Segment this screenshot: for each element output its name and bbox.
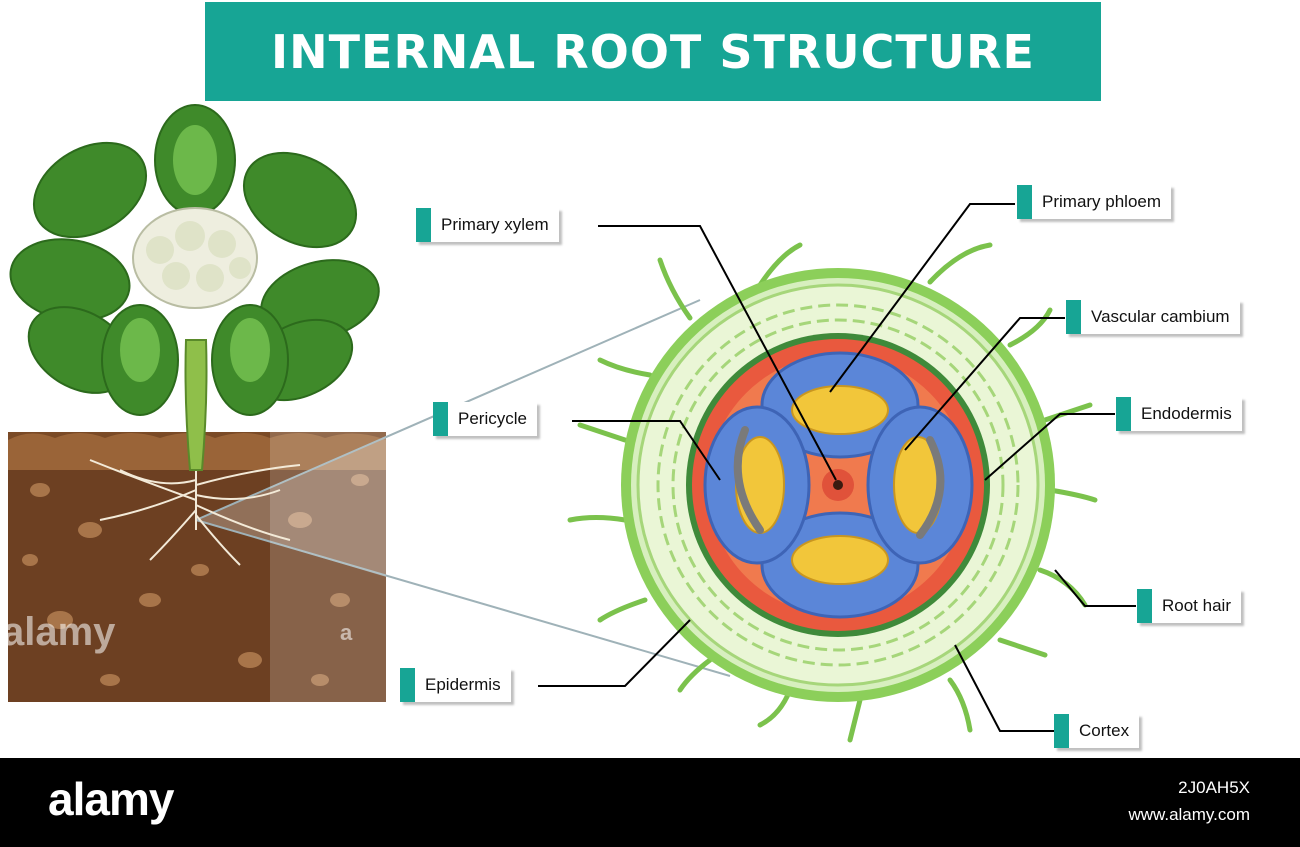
label-marker [1137, 589, 1152, 623]
page-title: INTERNAL ROOT STRUCTURE [271, 24, 1035, 79]
label-marker [1066, 300, 1081, 334]
label-text: Vascular cambium [1091, 307, 1230, 326]
soil-block [8, 432, 386, 702]
label-primary-xylem: Primary xylem [416, 208, 559, 242]
label-text: Primary xylem [441, 215, 549, 234]
label-marker [400, 668, 415, 702]
footer-site-link: www.alamy.com [1128, 805, 1250, 824]
cambium-arcs [733, 426, 945, 539]
label-vascular-cambium: Vascular cambium [1066, 300, 1240, 334]
label-root-hair: Root hair [1137, 589, 1241, 623]
label-text: Endodermis [1141, 404, 1232, 423]
plant-roots [89, 459, 301, 566]
label-text: Epidermis [425, 675, 501, 694]
label-marker [1017, 185, 1032, 219]
label-text: Primary phloem [1042, 192, 1162, 211]
watermark-center: a [340, 620, 353, 645]
title-banner: INTERNAL ROOT STRUCTURE [205, 2, 1101, 101]
watermark-left: alamy [2, 610, 116, 654]
xylem-cores [735, 385, 943, 585]
label-marker [1054, 714, 1069, 748]
plant-leaf-highlights [120, 125, 270, 382]
label-pericycle: Pericycle [433, 402, 537, 436]
footer-brand-logo: alamy [48, 773, 174, 825]
footer-image-code: 2J0AH5X [1178, 778, 1250, 797]
label-marker [416, 208, 431, 242]
root-cross-section [567, 242, 1098, 743]
label-text: Cortex [1079, 721, 1130, 740]
label-epidermis: Epidermis [400, 668, 511, 702]
cauliflower-head [132, 207, 258, 309]
label-marker [433, 402, 448, 436]
label-text: Root hair [1162, 596, 1231, 615]
plant-stem [184, 339, 208, 471]
label-primary-phloem: Primary phloem [1017, 185, 1172, 219]
leader-lines [538, 203, 1136, 732]
label-endodermis: Endodermis [1116, 397, 1242, 431]
label-text: Pericycle [458, 409, 527, 428]
label-marker [1116, 397, 1131, 431]
label-cortex: Cortex [1054, 714, 1140, 748]
footer-bar: alamy 2J0AH5X www.alamy.com [0, 758, 1300, 847]
